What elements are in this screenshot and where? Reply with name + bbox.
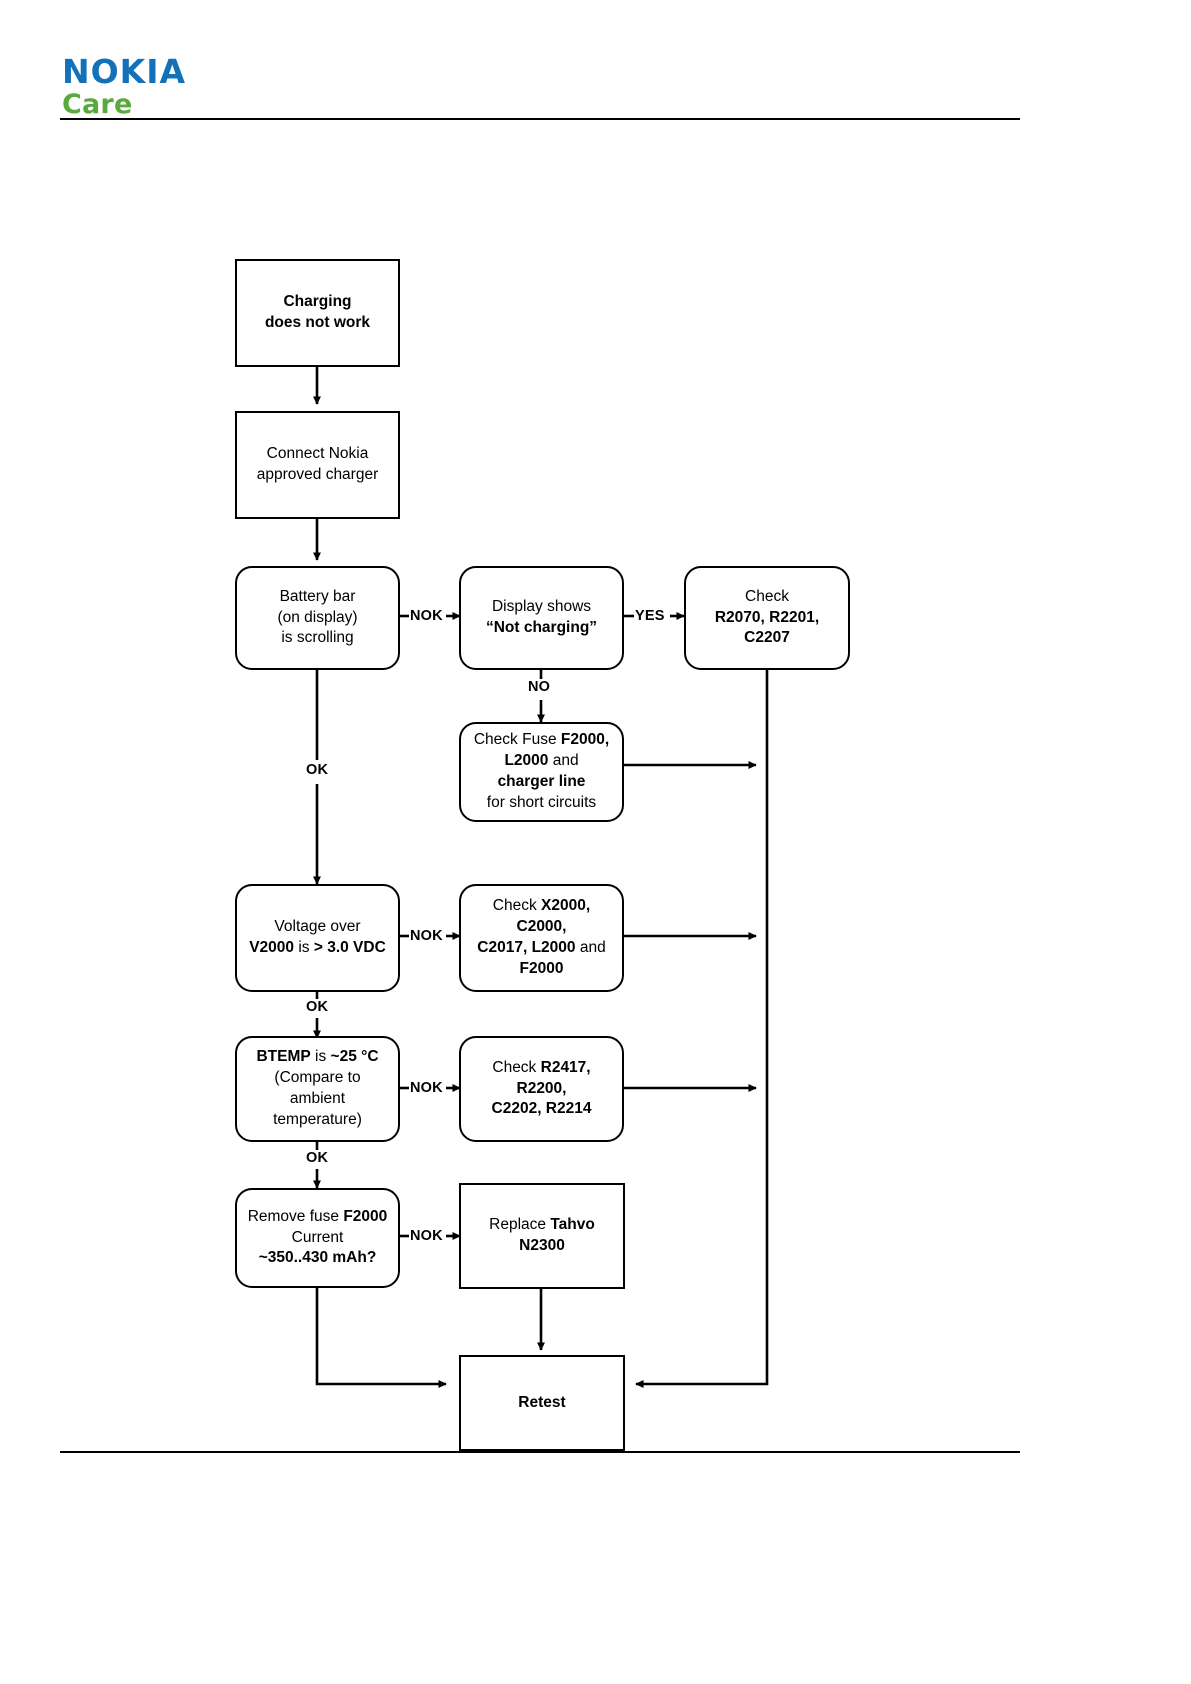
- header-divider: [60, 118, 1020, 120]
- logo-care-text: Care: [62, 89, 133, 120]
- edge-bus-to-retest: [635, 670, 769, 1388]
- edge-label-nok-btemp: NOK: [409, 1080, 444, 1096]
- logo-nokia-text: NOKIA: [62, 52, 187, 91]
- node-label: Retest: [518, 1393, 566, 1411]
- node-label: Battery bar(on display)is scrolling: [277, 587, 358, 647]
- edge-label-nok-battery-bar: NOK: [409, 608, 444, 624]
- node-label: Display shows“Not charging”: [485, 598, 598, 636]
- page-header: NOKIA Care: [0, 0, 1191, 130]
- edge-label-no-display: NO: [527, 679, 552, 695]
- nokia-care-logo: NOKIA Care: [62, 55, 186, 118]
- node-label: Check R2417, R2200,C2202, R2214: [491, 1058, 592, 1118]
- node-replace-tahvo-n2300[interactable]: Replace Tahvo N2300: [459, 1183, 625, 1289]
- node-label: Replace Tahvo N2300: [489, 1216, 595, 1254]
- node-display-shows-not-charging[interactable]: Display shows“Not charging”: [459, 566, 624, 670]
- edge-label-ok-btemp: OK: [305, 1150, 330, 1166]
- edge-label-yes-display: YES: [634, 608, 666, 624]
- edge-label-nok-voltage: NOK: [409, 928, 444, 944]
- edge-label-ok-battery-bar: OK: [305, 762, 330, 778]
- footer-divider: [60, 1451, 1020, 1453]
- node-battery-bar-scrolling[interactable]: Battery bar(on display)is scrolling: [235, 566, 400, 670]
- edge-n11-n13: [315, 1288, 447, 1388]
- node-check-r2417-r2200[interactable]: Check R2417, R2200,C2202, R2214: [459, 1036, 624, 1142]
- edge-label-nok-remove-fuse: NOK: [409, 1228, 444, 1244]
- node-retest[interactable]: Retest: [459, 1355, 625, 1451]
- edge-label-ok-voltage: OK: [305, 999, 330, 1015]
